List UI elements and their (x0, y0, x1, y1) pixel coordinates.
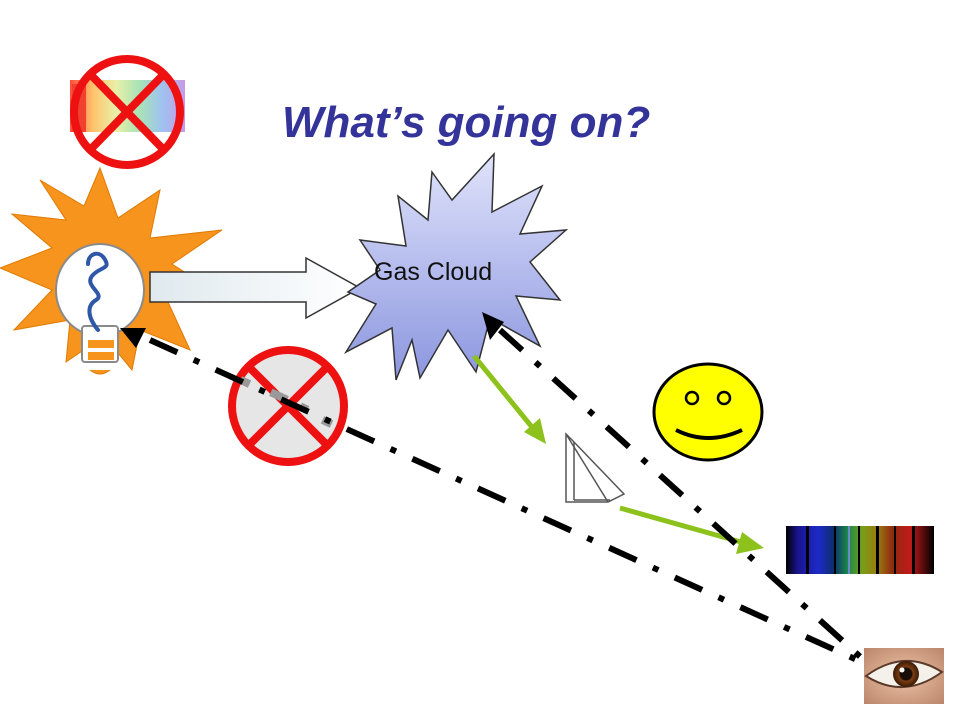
smiley-face-icon (652, 362, 764, 462)
rainbow-spectrum-crossed-icon (70, 55, 185, 169)
gas-cloud-label: Gas Cloud (374, 258, 493, 286)
light-bulb-icon (0, 166, 230, 375)
gas-cloud-icon (343, 151, 569, 381)
dash-dot-sightlines (148, 327, 869, 667)
eye-icon (864, 648, 944, 704)
slide-title: What’s going on? (282, 98, 651, 147)
sightline-arrowheads (120, 312, 504, 348)
absorption-spectrum-icon (786, 526, 934, 574)
prism-icon (565, 432, 626, 503)
light-path-arrow (149, 256, 362, 320)
dotted-line-crossed-icon (228, 346, 348, 466)
